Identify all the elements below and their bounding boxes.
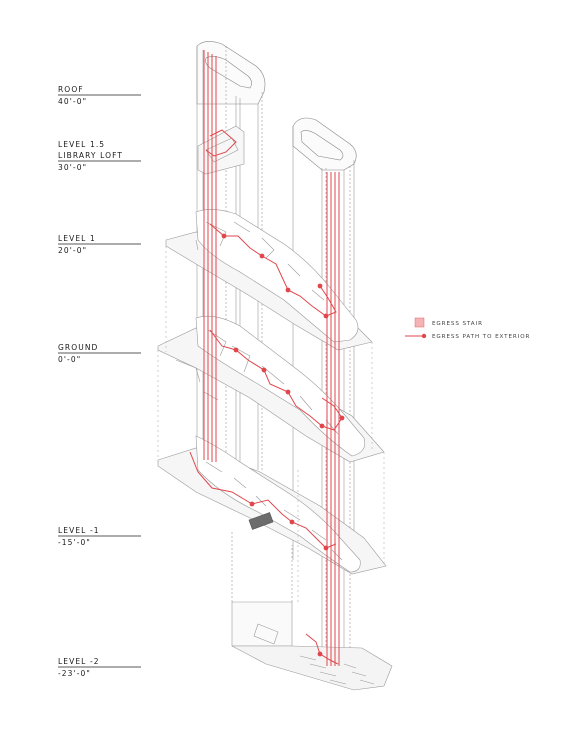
level-ground-label: GROUND 0'-0" xyxy=(58,343,141,364)
exit-dot xyxy=(323,545,329,551)
egress-path-swatch-dot xyxy=(421,333,427,339)
exit-dot xyxy=(323,313,329,319)
level-roof-label: ROOF 40'-0" xyxy=(58,85,141,106)
exit-dot xyxy=(317,651,323,657)
egress-stair-swatch xyxy=(414,317,425,328)
level-minus-1-elevation: -15'-0" xyxy=(58,538,91,547)
exit-dot xyxy=(339,415,345,421)
exit-dot xyxy=(285,287,291,293)
exit-dot xyxy=(289,519,295,525)
level-1-5-label: LEVEL 1.5 LIBRARY LOFT 30'-0" xyxy=(58,140,141,172)
level-minus-1-name: LEVEL -1 xyxy=(58,526,100,535)
egress-stair-left xyxy=(203,50,217,462)
level-1-slab xyxy=(165,209,373,351)
level-1-5-sub: LIBRARY LOFT xyxy=(58,151,123,160)
level-minus-2-plate xyxy=(231,530,393,691)
building-linework xyxy=(157,41,393,691)
legend: EGRESS STAIR EGRESS PATH TO EXTERIOR xyxy=(405,317,530,340)
level-roof-elevation: 40'-0" xyxy=(58,97,87,106)
level-1-name: LEVEL 1 xyxy=(58,234,96,243)
projection-lines xyxy=(157,246,385,602)
exit-dot xyxy=(285,389,291,395)
exit-dot xyxy=(233,347,239,353)
level-1-elevation: 20'-0" xyxy=(58,246,87,255)
level-minus-2-label: LEVEL -2 -23'-0" xyxy=(58,657,141,678)
legend-path-label: EGRESS PATH TO EXTERIOR xyxy=(432,334,530,340)
egress-path-ground xyxy=(209,329,343,431)
exit-dot xyxy=(261,367,267,373)
legend-egress-stair: EGRESS STAIR xyxy=(414,317,483,328)
exit-dot xyxy=(221,233,227,239)
exit-dot xyxy=(249,501,255,507)
exit-dot xyxy=(259,253,265,259)
exit-dot xyxy=(317,283,323,289)
level-minus-1-label: LEVEL -1 -15'-0" xyxy=(58,526,141,547)
exit-dot xyxy=(319,423,325,429)
legend-stair-label: EGRESS STAIR xyxy=(432,321,483,327)
loft-fragment xyxy=(197,125,245,175)
egress-exit-points xyxy=(221,233,345,657)
level-1-label: LEVEL 1 20'-0" xyxy=(58,234,141,255)
level-minus-1-slab xyxy=(157,435,387,575)
legend-egress-path: EGRESS PATH TO EXTERIOR xyxy=(405,333,530,340)
level-1-5-name: LEVEL 1.5 xyxy=(58,140,105,149)
egress-stair-right xyxy=(326,172,340,666)
level-1-5-elevation: 30'-0" xyxy=(58,163,87,172)
level-minus-2-elevation: -23'-0" xyxy=(58,669,91,678)
level-roof-name: ROOF xyxy=(58,85,84,94)
egress-path-loft xyxy=(205,129,237,157)
egress-path-level-minus-1 xyxy=(189,451,337,549)
level-minus-2-name: LEVEL -2 xyxy=(58,657,100,666)
level-ground-name: GROUND xyxy=(58,343,98,352)
level-labels: ROOF 40'-0" LEVEL 1.5 LIBRARY LOFT 30'-0… xyxy=(58,85,141,678)
level-ground-elevation: 0'-0" xyxy=(58,355,81,364)
